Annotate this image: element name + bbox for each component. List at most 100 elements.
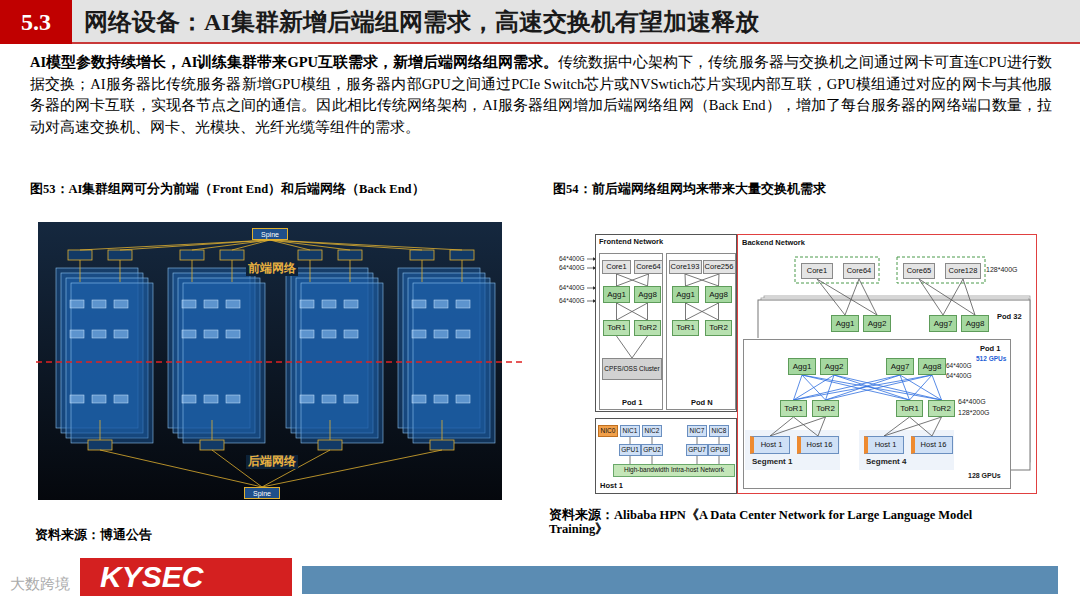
uplink-wire [80, 260, 81, 282]
uplink-wire [442, 420, 443, 440]
server-card [301, 283, 383, 443]
core-switch: Core1 [801, 263, 833, 279]
network-link [963, 279, 975, 315]
network-link [632, 336, 648, 358]
agg-switch: Agg8 [918, 358, 946, 375]
node-label: 512 GPUs [976, 356, 1006, 363]
network-link [818, 417, 826, 436]
node-label: Agg1 [607, 291, 626, 299]
spine-wire [100, 450, 262, 487]
network-link [845, 279, 859, 315]
network-link [919, 279, 943, 315]
core-switch: Core256 [703, 260, 736, 274]
server-chip [412, 395, 426, 403]
server-card [413, 283, 495, 443]
network-link [719, 456, 720, 464]
leaf-switch-symbol [88, 440, 112, 450]
server-chip [434, 330, 448, 338]
node-label: ToR1 [676, 324, 695, 332]
header-band [0, 0, 1080, 44]
node-label: Core64 [847, 267, 872, 275]
core-switch: Core65 [903, 263, 935, 279]
server-chip [322, 395, 336, 403]
node-label: ToR1 [784, 405, 803, 413]
network-link [616, 274, 617, 286]
node-label: Pod 1 [980, 345, 1000, 353]
network-link [616, 303, 617, 320]
server-chip [412, 300, 426, 308]
network-link [817, 279, 877, 315]
network-link [859, 279, 877, 315]
bandwidth-label: 64*400G [559, 264, 585, 271]
node-label: Core256 [705, 263, 734, 271]
network-link [697, 437, 698, 444]
server-chip [114, 330, 128, 338]
server-chip [434, 300, 448, 308]
gpu-box: GPU7 [686, 444, 708, 456]
node-label: Host 1 [600, 482, 623, 490]
server-chip [344, 330, 358, 338]
node-label: Host 16 [921, 441, 947, 449]
tor-switch: ToR1 [603, 320, 630, 336]
node-label: CPFS/OSS Cluster [604, 366, 659, 373]
node-label: GPU7 [688, 447, 706, 454]
bandwidth-label: 64*400G [559, 284, 585, 291]
network-link [617, 336, 633, 358]
leaf-switch-symbol [430, 440, 454, 450]
node-label: Spine [253, 490, 271, 497]
node-label: ToR2 [638, 324, 657, 332]
host-box: Host 1 [750, 436, 790, 454]
network-link [718, 274, 720, 286]
network-link [770, 417, 826, 436]
core-switch: Core128 [945, 263, 981, 279]
tor-switch-symbol [338, 250, 362, 260]
intra-host-bus: High-bandwidth Intra-host Network [613, 464, 735, 477]
tor-switch: ToR2 [634, 320, 661, 336]
source-note: 资料来源：博通公告 [35, 528, 152, 542]
node-label: Host 1 [761, 441, 783, 449]
node-label: Core1 [807, 267, 827, 275]
network-link [932, 375, 942, 400]
leaf-switch-symbol [318, 440, 342, 450]
server-chip [456, 300, 470, 308]
gpu-box: GPU2 [641, 444, 663, 456]
network-link [900, 375, 942, 400]
node-label: ToR1 [607, 324, 626, 332]
spine-switch: Spine [244, 487, 280, 499]
tor-switch-symbol [220, 250, 244, 260]
spine-wire [232, 240, 270, 250]
tor-switch-symbol [450, 250, 474, 260]
network-link [719, 437, 720, 444]
uplink-wire [350, 260, 351, 282]
network-link [802, 375, 942, 400]
server-chip [204, 330, 218, 338]
nic-box: NIC8 [709, 425, 729, 437]
gpu-box: GPU1 [619, 444, 641, 456]
uplink-wire [232, 260, 233, 282]
server-chip [70, 395, 84, 403]
network-link [884, 417, 910, 436]
footer-bar [302, 566, 1058, 594]
server-chip [300, 395, 314, 403]
network-link [884, 417, 942, 436]
tor-switch-symbol [298, 250, 322, 260]
server-chip [114, 300, 128, 308]
uplink-wire [212, 420, 213, 440]
uplink-wire [120, 260, 121, 282]
network-link [770, 417, 794, 436]
network-link [794, 375, 933, 400]
node-label: Agg8 [638, 291, 657, 299]
watermark: 大数跨境 [10, 576, 70, 593]
node-label: NIC2 [645, 428, 660, 435]
network-link [685, 274, 687, 286]
header-rule [72, 42, 1080, 44]
tier-divider [36, 361, 522, 363]
server-chip [322, 330, 336, 338]
nic-box: NIC1 [620, 425, 640, 437]
network-link [630, 456, 631, 464]
pod-ground [742, 338, 1010, 488]
network-link [697, 456, 698, 464]
agg-switch: Agg1 [831, 315, 859, 332]
node-label: Host 16 [807, 441, 833, 449]
core-switch: Core64 [634, 260, 663, 274]
